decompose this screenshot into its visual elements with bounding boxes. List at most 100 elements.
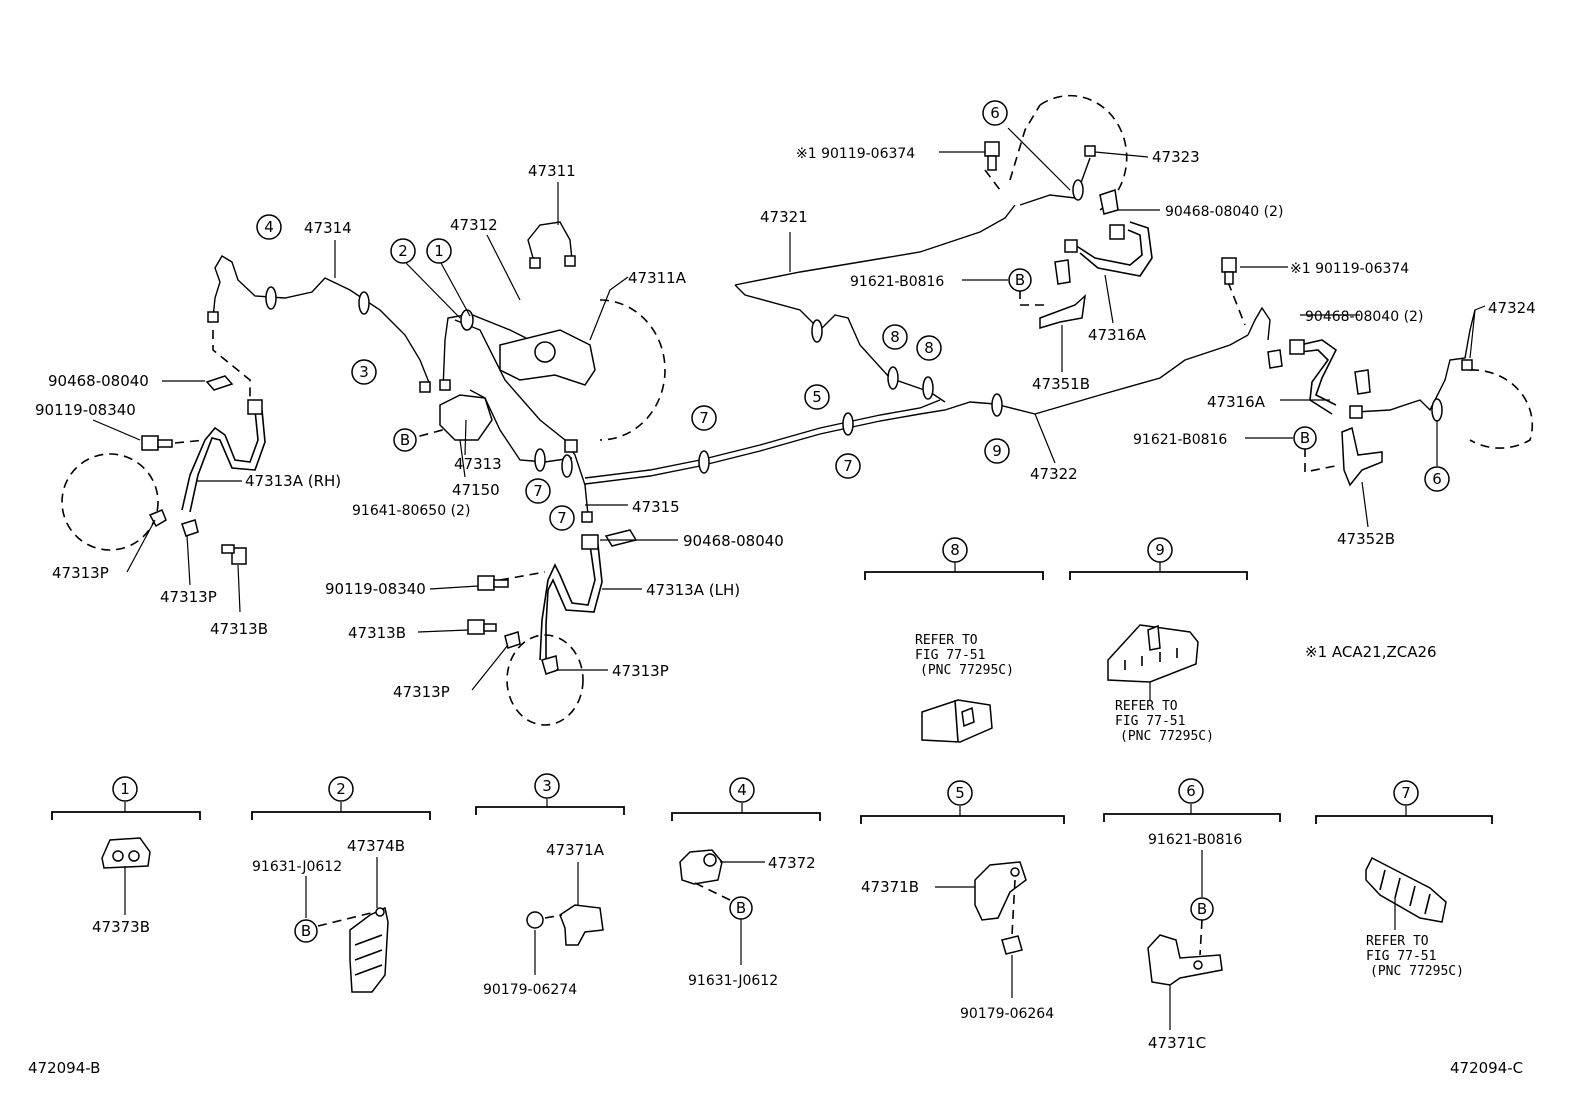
label-91631-J0612-b: 91631-J0612: [688, 973, 778, 989]
pipe-47321: [734, 204, 1016, 286]
label-47372: 47372: [768, 854, 816, 872]
label-90119-06374-b: ※1 90119-06374: [1290, 261, 1409, 277]
fitting-47315-top: [564, 439, 578, 453]
detail-8-refer-2: FIG 77-51: [915, 648, 985, 663]
clamp-marker-8a: [887, 366, 899, 390]
label-47373B: 47373B: [92, 918, 150, 936]
clamp-47371C-shape: [1147, 934, 1223, 986]
clamp-marker-7c: [698, 450, 710, 474]
dash-leader-lh-bolt: [499, 571, 546, 581]
fitting-47316A-b2: [1349, 405, 1363, 419]
rear-drum-outline-upper: [1039, 94, 1128, 211]
clamp-marker-7a: [534, 448, 546, 472]
bolt-47313B-left: [221, 544, 247, 565]
clamp-marker-3: [358, 291, 370, 315]
label-47313P-mid: 47313P: [612, 662, 669, 680]
svg-text:6: 6: [990, 104, 1000, 122]
label-91631-J0612-a: 91631-J0612: [252, 859, 342, 875]
svg-text:2: 2: [336, 780, 346, 798]
fitting-47323: [1084, 145, 1096, 157]
dash-leader-bolt-a: [984, 169, 1001, 191]
master-cylinder-outline: [599, 299, 666, 441]
brake-pipes: [212, 157, 1476, 516]
detail-9: 9 REFER TO FIG 77-51 (PNC 77295C): [1069, 537, 1248, 744]
bleeder-47313P-left: [181, 519, 199, 537]
label-47311A: 47311A: [628, 269, 687, 287]
dash-leader-bolt-b: [1227, 281, 1246, 326]
callout-b-a: B: [1008, 268, 1032, 292]
svg-text:6: 6: [1186, 782, 1196, 800]
bolt-90119-06374-a: [984, 141, 1000, 171]
label-47313P-prime-mid: 47313P: [393, 683, 450, 701]
callout-circles: 4 3 2 1 7 7 7 7 5 8 8 9 6 6 B B B: [256, 100, 1450, 531]
callout-6a: 6: [982, 100, 1008, 126]
svg-text:7: 7: [557, 509, 567, 527]
fitting-rh-top: [207, 311, 219, 323]
label-47312: 47312: [450, 216, 498, 234]
callout-7b: 7: [549, 505, 575, 531]
label-90468-08040-2-a: 90468-08040 (2): [1165, 204, 1283, 220]
clip-90468-08040-2-b2: [1267, 349, 1283, 369]
part-labels: 47311 47312 47311A 47314 90468-08040 901…: [35, 146, 1536, 701]
pipe-47311: [527, 221, 573, 266]
callout-7c: 7: [691, 405, 717, 431]
label-47316A-b: 47316A: [1207, 393, 1266, 411]
detail-7: 7 REFER TO FIG 77-51 (PNC 77295C): [1315, 780, 1493, 979]
fitting-47311-b: [564, 255, 576, 267]
callout-3: 3: [351, 359, 377, 385]
svg-text:9: 9: [992, 442, 1002, 460]
clip-90468-08040-left: [205, 375, 234, 391]
fitting-47324: [1461, 359, 1473, 371]
svg-text:1: 1: [120, 780, 130, 798]
label-47313P-prime-left: 47313P: [52, 564, 109, 582]
label-47323: 47323: [1152, 148, 1200, 166]
pipe-47315: [454, 319, 589, 516]
svg-text:4: 4: [264, 218, 274, 236]
components: [141, 141, 1473, 675]
bolt-90119-08340-left: [141, 435, 173, 451]
clamp-marker-9: [991, 393, 1003, 417]
svg-text:6: 6: [1432, 470, 1442, 488]
svg-text:8: 8: [924, 339, 934, 357]
callout-b-47150: B: [393, 428, 417, 452]
hose-47313A-rh-b: [189, 409, 266, 513]
fitting-47311-a: [529, 257, 541, 269]
bolt-90119-06374-b: [1221, 257, 1237, 285]
hose-47316A-upper: [1074, 229, 1143, 266]
clamp-marker-8b: [922, 376, 934, 400]
detail-1: 1 47373B: [51, 776, 201, 936]
detail-9-refer-2: FIG 77-51: [1115, 714, 1185, 729]
pipe-47314: [212, 255, 431, 386]
svg-text:4: 4: [737, 781, 747, 799]
label-47351B: 47351B: [1032, 375, 1090, 393]
detail-8-refer-1: REFER TO: [915, 633, 978, 648]
label-47313B-left: 47313B: [210, 620, 268, 638]
clamp-47374B-shape: [349, 906, 389, 993]
lh-brake-disc-outline: [506, 634, 584, 726]
clamp-47371A-shape: [559, 904, 604, 946]
label-47313: 47313: [454, 455, 502, 473]
pipe-47322: [1034, 334, 1249, 415]
label-90468-08040-2-b: 90468-08040 (2): [1305, 309, 1423, 325]
figure-code-right: 472094-C: [1450, 1059, 1523, 1077]
clip-90468-08040-2-a: [1099, 189, 1119, 215]
label-47324: 47324: [1488, 299, 1536, 317]
label-90468-08040-left: 90468-08040: [48, 372, 149, 390]
callout-9: 9: [984, 438, 1010, 464]
svg-text:3: 3: [359, 363, 369, 381]
detail-9-refer-1: REFER TO: [1115, 699, 1178, 714]
svg-text:1: 1: [434, 242, 444, 260]
leader-lines: [92, 127, 1486, 691]
callout-6b: 6: [1424, 466, 1450, 492]
pipe-long-upper: [584, 399, 941, 479]
svg-text:B: B: [400, 431, 410, 449]
clamp-marker-4: [265, 286, 277, 310]
label-47374B: 47374B: [347, 837, 405, 855]
dash-leader-rh-bolt: [174, 439, 206, 444]
figure-code-left: 472094-B: [28, 1059, 100, 1077]
hose-47313A-lh-b: [545, 544, 603, 660]
pipe-47324: [1354, 309, 1476, 413]
dashed-outlines: [61, 94, 1534, 726]
